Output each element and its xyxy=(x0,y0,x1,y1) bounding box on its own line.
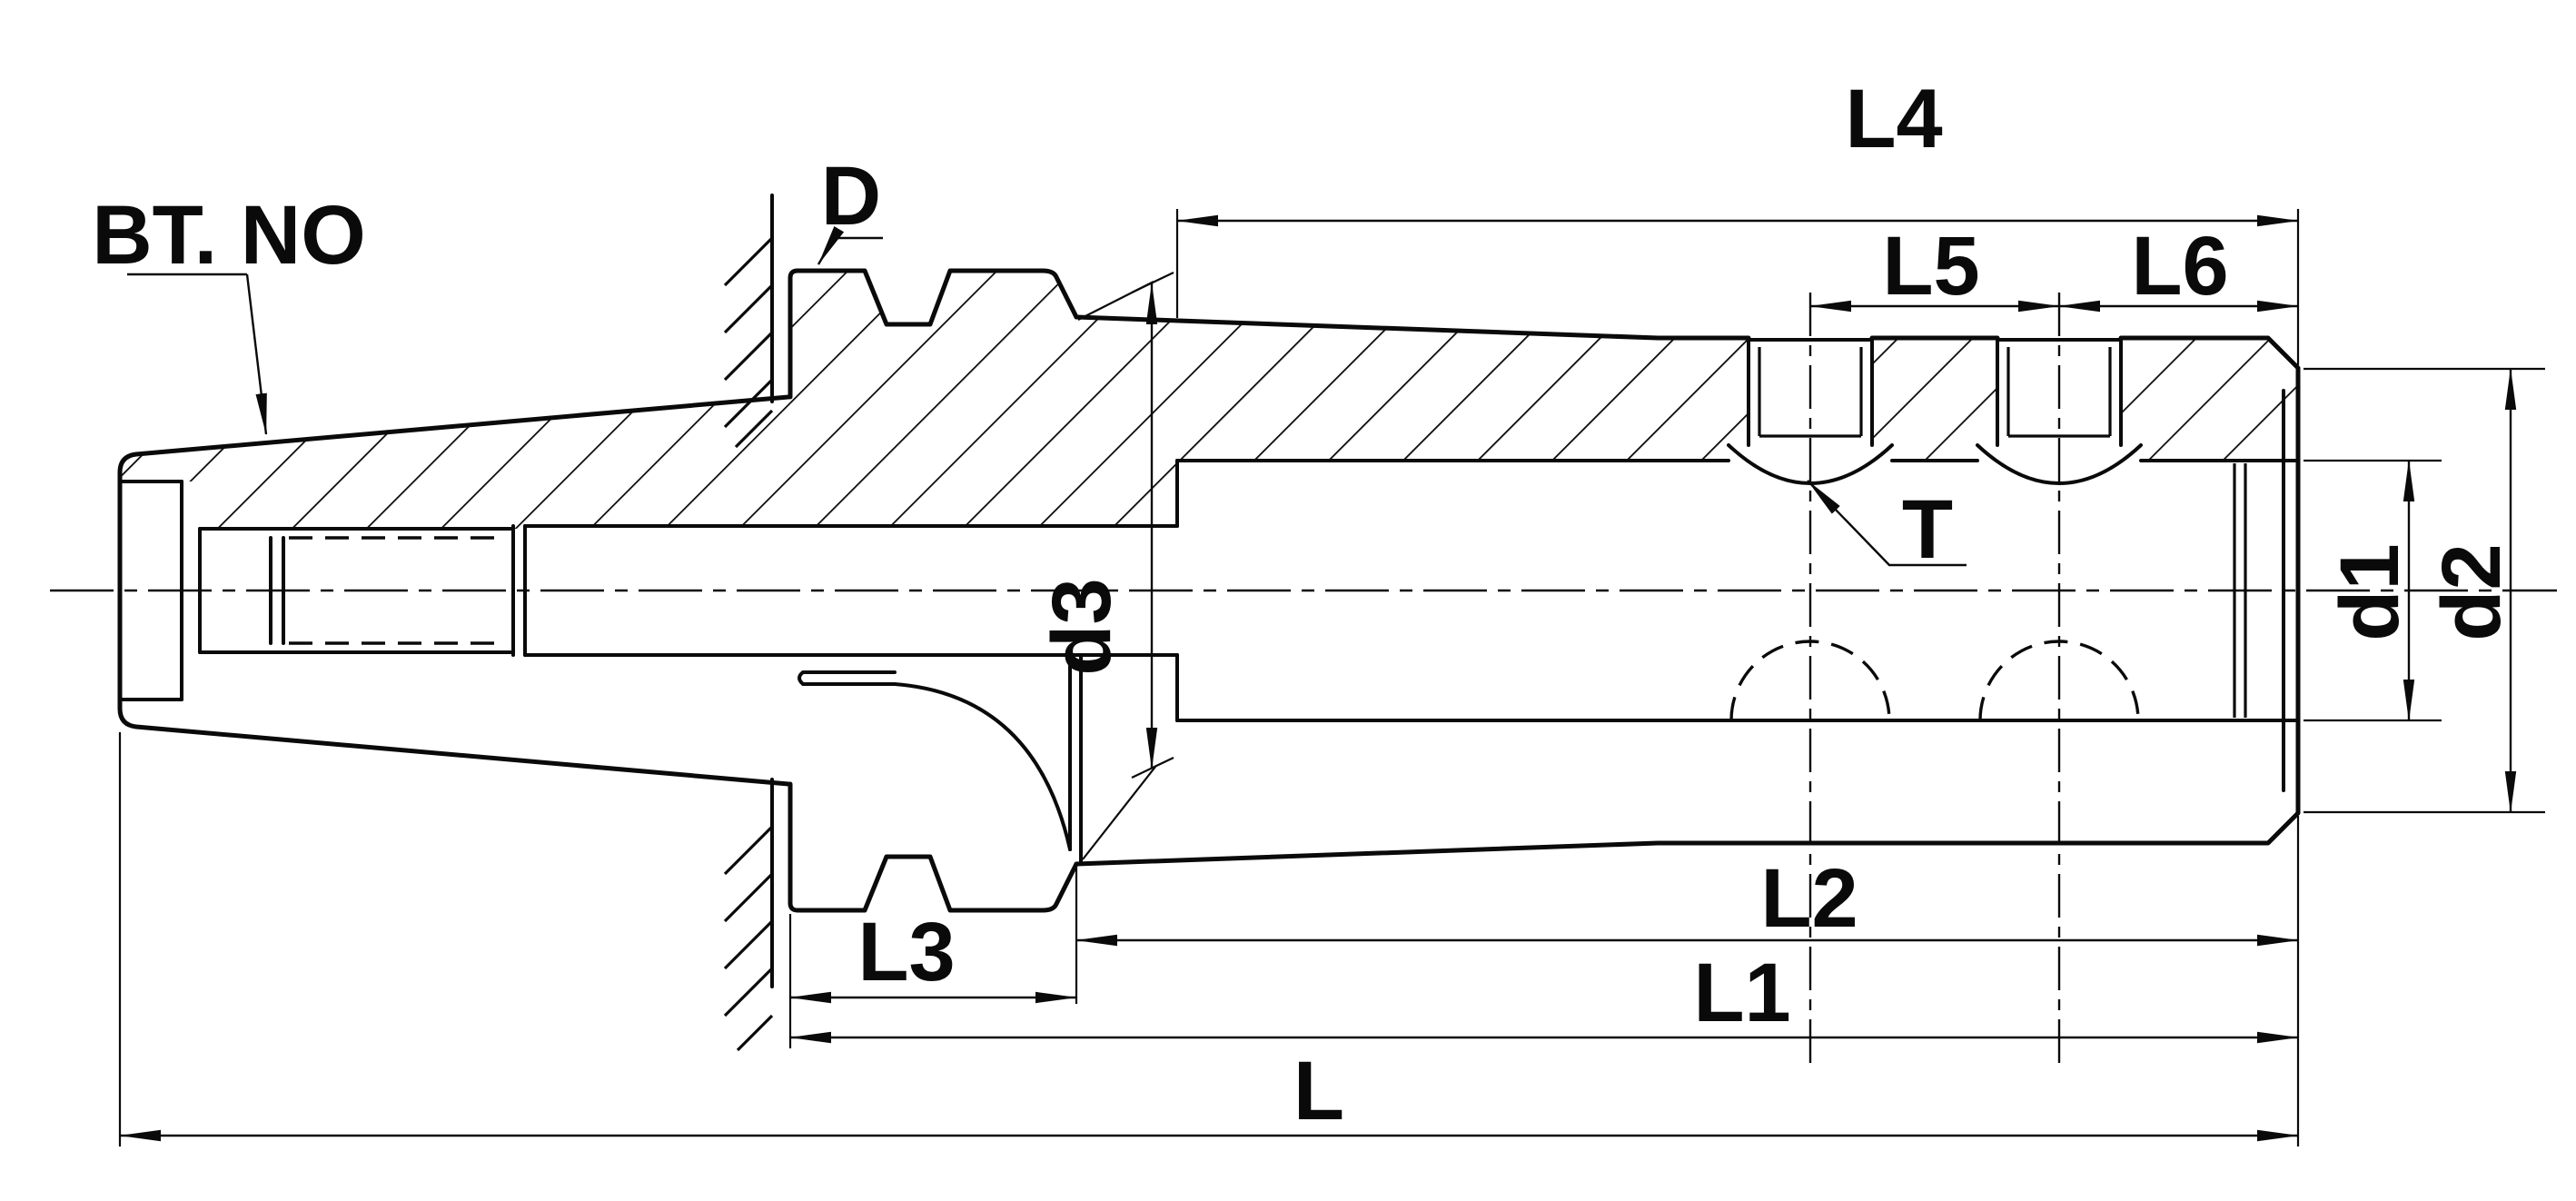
screw-seat-2 xyxy=(1976,443,2143,486)
dimension-lines xyxy=(119,214,2517,1142)
d-leader xyxy=(817,226,883,265)
btno-leader xyxy=(245,273,268,435)
flange-fillet xyxy=(893,682,1072,851)
flange-boss-edge xyxy=(798,670,897,686)
center-lines xyxy=(50,293,2557,1072)
label-l6: L6 xyxy=(2131,220,2228,313)
label-d3: d3 xyxy=(1035,578,1128,675)
label-l3: L3 xyxy=(857,906,955,998)
body-outline xyxy=(1074,314,2301,867)
screw-hole-2-hidden-arc xyxy=(1978,640,2140,721)
label-d1: d1 xyxy=(2323,543,2416,640)
extension-lines xyxy=(118,209,2545,1146)
spindle-hatch-ticks xyxy=(723,236,774,1052)
t-leader xyxy=(1807,480,1967,567)
spindle-face xyxy=(723,194,774,1052)
label-bt-no: BT. NO xyxy=(92,189,366,282)
label-l1: L1 xyxy=(1693,947,1790,1039)
screw-hole-1-hidden-arc xyxy=(1729,640,1891,721)
leader-lines xyxy=(127,226,1967,567)
label-l: L xyxy=(1293,1045,1344,1137)
label-l5: L5 xyxy=(1882,220,1979,313)
labels: BT. NO D L4 L5 L6 T d3 d1 d2 L3 L2 L1 L xyxy=(92,73,2518,1137)
flange-outline xyxy=(788,268,1083,913)
label-l2: L2 xyxy=(1760,852,1858,945)
taper-shank-outline xyxy=(117,394,1179,787)
label-d2: d2 xyxy=(2425,543,2518,640)
label-l4: L4 xyxy=(1845,73,1942,165)
label-d: D xyxy=(821,150,881,243)
label-t: T xyxy=(1902,483,1953,576)
